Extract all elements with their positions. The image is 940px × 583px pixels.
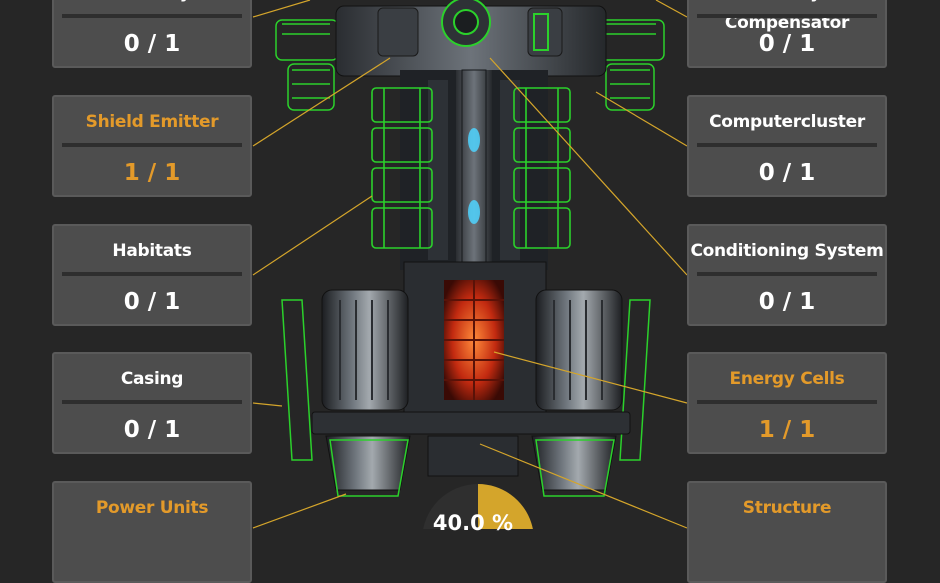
module-card-energy-cells[interactable]: Energy Cells 1 / 1 (687, 352, 887, 454)
divider (697, 272, 877, 276)
module-card-casing[interactable]: Casing 0 / 1 (52, 352, 252, 454)
module-title: Power Units (95, 498, 209, 518)
module-card-conditioning-system[interactable]: Conditioning System 0 / 1 (687, 224, 887, 326)
module-title: Structure (742, 498, 832, 518)
leader-line-energy-cells (493, 351, 688, 404)
leader-line-computercluster (595, 91, 688, 147)
divider (62, 14, 242, 18)
module-count: 0 / 1 (123, 289, 181, 315)
wireframe-struts (281, 299, 651, 461)
divider (62, 400, 242, 404)
module-title: Energy Cells (729, 369, 845, 389)
module-count: 1 / 1 (758, 417, 816, 443)
divider (697, 14, 877, 18)
module-title: Casing (120, 369, 184, 389)
leader-line-conditioning-system (489, 57, 688, 276)
module-count: 0 / 1 (123, 417, 181, 443)
module-title: Habitats (112, 241, 192, 261)
progress-percent-label: 40.0 % (432, 511, 514, 535)
wireframe-habitat-right (513, 87, 571, 249)
module-card-habitats[interactable]: Habitats 0 / 1 (52, 224, 252, 326)
leader-lines (252, 0, 688, 529)
leader-line-power-units (252, 493, 347, 529)
leader-line-casing (252, 402, 283, 407)
module-card-shield-emitter[interactable]: Shield Emitter 1 / 1 (52, 95, 252, 197)
ship-builder-screen: Security 0 / 1 Shield Emitter 1 / 1 Habi… (52, 0, 887, 583)
wireframe-habitat-left (371, 87, 433, 249)
leader-line-habitats (252, 195, 373, 276)
module-count: 0 / 1 (123, 31, 181, 57)
wireframe-upper-right (599, 19, 665, 111)
fuel-tanks (321, 289, 623, 411)
module-card-gravity-compensator[interactable]: Gravity Compensator 0 / 1 (687, 0, 887, 68)
leader-line-security (252, 0, 311, 18)
module-title: Shield Emitter (85, 112, 219, 132)
module-card-security[interactable]: Security 0 / 1 (52, 0, 252, 68)
module-card-structure[interactable]: Structure (687, 481, 887, 583)
wireframe-upper-left (275, 19, 339, 111)
divider (697, 143, 877, 147)
module-count: 1 / 1 (123, 160, 181, 186)
wireframe-nozzles (329, 439, 615, 497)
module-title: Gravity Compensator (724, 0, 850, 33)
ship-head (335, 0, 607, 77)
module-count: 0 / 1 (758, 289, 816, 315)
ship-spine (400, 69, 548, 271)
divider (62, 143, 242, 147)
module-title: Computercluster (709, 112, 865, 132)
module-title: Security (54, 0, 250, 8)
module-card-power-units[interactable]: Power Units (52, 481, 252, 583)
module-count: 0 / 1 (758, 31, 816, 57)
divider (62, 272, 242, 276)
leader-line-gravity-compensator (655, 0, 688, 18)
engine-block (403, 261, 547, 413)
leader-line-structure (479, 443, 688, 529)
module-count: 0 / 1 (758, 160, 816, 186)
module-title: Conditioning System (690, 241, 884, 261)
ship-blueprint (252, 0, 688, 529)
divider (697, 400, 877, 404)
progress-wedge (478, 484, 533, 529)
module-card-computercluster[interactable]: Computercluster 0 / 1 (687, 95, 887, 197)
leader-line-shield-emitter (252, 57, 391, 147)
progress-indicator (423, 484, 533, 529)
engine-platform (311, 411, 631, 491)
